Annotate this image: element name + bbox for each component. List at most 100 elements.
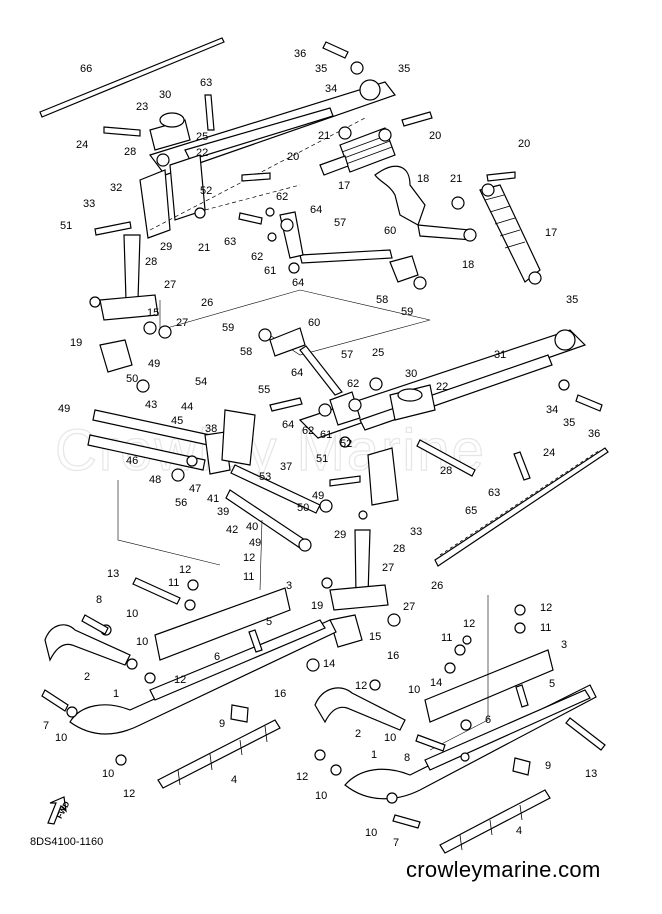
callout-12: 12 xyxy=(355,680,367,692)
callout-7: 7 xyxy=(393,837,399,849)
callout-18: 18 xyxy=(417,173,429,185)
callout-33: 33 xyxy=(83,198,95,210)
callout-20: 20 xyxy=(518,138,530,150)
callout-28: 28 xyxy=(393,543,405,555)
callout-10: 10 xyxy=(365,827,377,839)
ski-1-left-top xyxy=(149,619,326,701)
saddle-3-right xyxy=(424,649,554,723)
arm-18-end xyxy=(463,228,477,242)
callout-12: 12 xyxy=(123,788,135,800)
callout-40: 40 xyxy=(246,521,258,533)
callout-14: 14 xyxy=(430,677,442,689)
callout-64: 64 xyxy=(291,367,303,379)
callout-3: 3 xyxy=(561,639,567,651)
shock-rod-end xyxy=(319,155,349,176)
callout-49: 49 xyxy=(312,490,324,502)
website-link[interactable]: crowleymarine.com xyxy=(406,857,601,882)
fwd-arrow-icon: FWD xyxy=(47,796,72,825)
bolts-group xyxy=(41,41,606,829)
ski-1-right-top xyxy=(424,689,591,771)
callout-29: 29 xyxy=(160,241,172,253)
callout-31: 31 xyxy=(494,349,506,361)
callout-63: 63 xyxy=(488,487,500,499)
callout-15: 15 xyxy=(369,631,381,643)
right-shock-top-eye xyxy=(481,183,495,197)
callout-58: 58 xyxy=(376,294,388,306)
callout-3: 3 xyxy=(286,580,292,592)
cap-30-middle xyxy=(397,388,423,402)
callout-61: 61 xyxy=(264,265,276,277)
wear-bar-4-right-studs xyxy=(459,804,523,851)
callout-61: 61 xyxy=(320,429,332,441)
leader-line-lower xyxy=(117,480,221,566)
upper-bar-slot xyxy=(184,107,334,161)
callout-16: 16 xyxy=(274,688,286,700)
callout-44: 44 xyxy=(181,401,193,413)
callout-11: 11 xyxy=(243,571,254,583)
callout-49: 49 xyxy=(249,537,261,549)
callout-28: 28 xyxy=(124,146,136,158)
callout-57: 57 xyxy=(334,217,346,229)
upper-bar-pivot xyxy=(359,79,381,101)
callout-5: 5 xyxy=(549,678,555,690)
link-61-upper xyxy=(279,211,304,259)
callout-18: 18 xyxy=(462,259,474,271)
frame-bar-31 xyxy=(298,329,587,439)
callout-63: 63 xyxy=(224,236,236,248)
callout-24: 24 xyxy=(76,139,88,151)
callout-1: 1 xyxy=(113,688,119,700)
callout-35: 35 xyxy=(566,294,578,306)
callout-10: 10 xyxy=(126,608,138,620)
block-19-upper xyxy=(99,339,133,373)
callout-35: 35 xyxy=(315,63,327,75)
tie-rod-57-middle xyxy=(299,345,343,396)
callout-11: 11 xyxy=(540,622,551,634)
callout-49: 49 xyxy=(58,403,70,415)
handle-2-right xyxy=(314,687,406,731)
callout-63: 63 xyxy=(200,77,212,89)
callout-47: 47 xyxy=(189,483,201,495)
frame-pivot-31 xyxy=(554,329,576,351)
hardware-group xyxy=(66,61,570,804)
callout-21: 21 xyxy=(450,173,462,185)
callout-11: 11 xyxy=(441,632,452,644)
callout-25: 25 xyxy=(372,347,384,359)
callout-13: 13 xyxy=(107,568,119,580)
callout-50: 50 xyxy=(126,373,138,385)
callout-60: 60 xyxy=(308,317,320,329)
callout-23: 23 xyxy=(136,101,148,113)
callout-10: 10 xyxy=(136,636,148,648)
rod-end-58-upper xyxy=(389,255,419,283)
callout-49: 49 xyxy=(148,358,160,370)
callout-27: 27 xyxy=(164,279,176,291)
callout-4: 4 xyxy=(231,774,237,786)
callout-14: 14 xyxy=(323,658,335,670)
callout-19: 19 xyxy=(311,600,323,612)
callout-5: 5 xyxy=(266,616,272,628)
callout-10: 10 xyxy=(315,790,327,802)
callout-41: 41 xyxy=(207,493,219,505)
callout-64: 64 xyxy=(310,204,322,216)
saddle-3-left xyxy=(154,587,291,661)
callout-22: 22 xyxy=(196,147,208,159)
catalog-code: 8DS4100-1160 xyxy=(30,836,104,848)
callout-20: 20 xyxy=(429,130,441,142)
callout-10: 10 xyxy=(408,684,420,696)
callout-34: 34 xyxy=(546,404,558,416)
shock-absorber-17-right xyxy=(479,184,541,283)
leader-dash-2 xyxy=(204,184,301,211)
callout-35: 35 xyxy=(398,63,410,75)
callout-15: 15 xyxy=(147,307,159,319)
callout-2: 2 xyxy=(84,671,90,683)
callout-62: 62 xyxy=(302,425,314,437)
rail-65-holes xyxy=(439,449,601,556)
callout-27: 27 xyxy=(176,317,188,329)
callout-55: 55 xyxy=(258,384,270,396)
callout-20: 20 xyxy=(287,151,299,163)
callout-11: 11 xyxy=(168,577,179,589)
callout-12: 12 xyxy=(296,771,308,783)
rail-65 xyxy=(434,447,609,567)
callout-58: 58 xyxy=(240,346,252,358)
